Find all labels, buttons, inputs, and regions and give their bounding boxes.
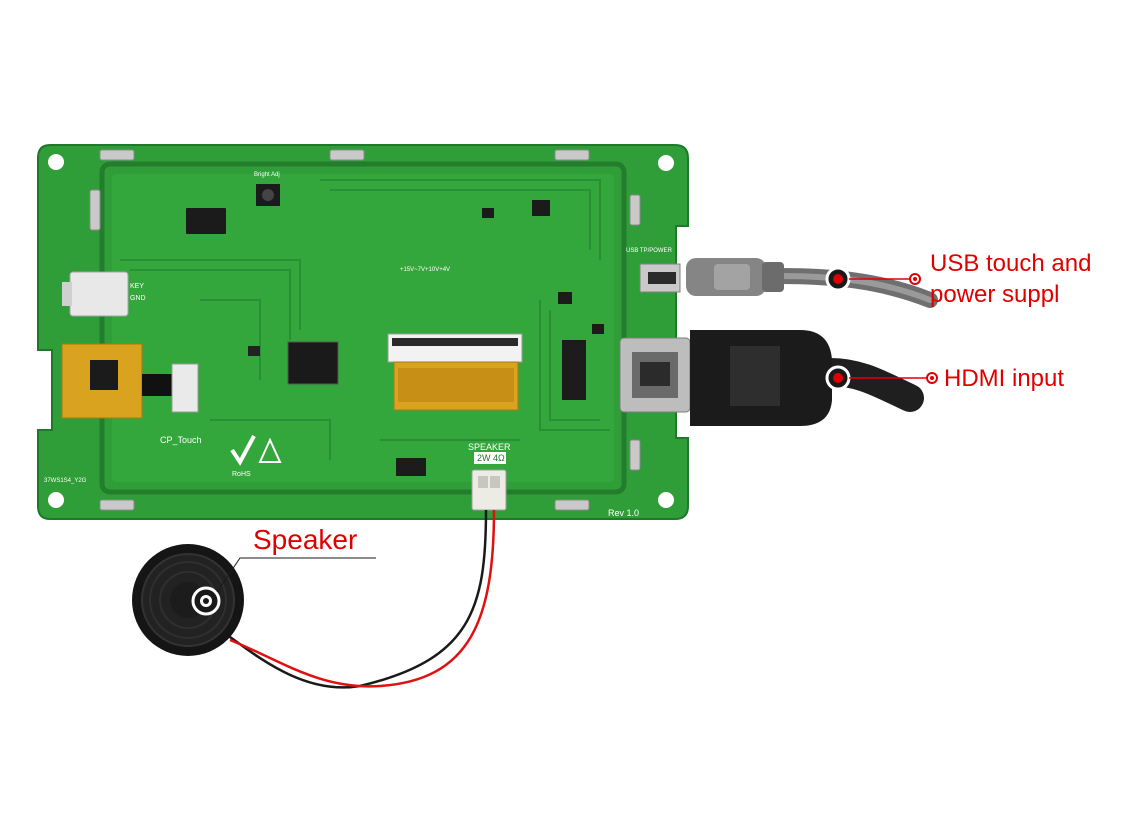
gnd-label: GND <box>130 295 146 302</box>
speaker-callout: Speaker <box>253 524 358 555</box>
usb-callout: USB touch and power suppl <box>930 249 1091 310</box>
usb-port-label: USB TP/POWER <box>626 248 673 254</box>
speaker-header-label: SPEAKER <box>468 442 511 452</box>
revision-label: Rev 1.0 <box>608 508 639 518</box>
voltage-note: +15V~7V+10V+4V <box>400 267 450 273</box>
usb-callout-line1: USB touch and <box>930 250 1092 277</box>
hdmi-cable <box>619 330 924 426</box>
usb-callout-line2: power suppl <box>930 280 1060 308</box>
usb-cable <box>639 258 938 308</box>
key-label: KEY <box>130 283 144 290</box>
cp-touch-label: CP_Touch <box>160 435 202 445</box>
rohs-label: RoHS <box>232 471 251 478</box>
speaker-wires <box>219 509 496 689</box>
callout-markers <box>191 266 938 616</box>
bright-adj-label: Bright Adj <box>254 172 280 178</box>
speaker-rating-label: 2W 4Ω <box>477 453 505 463</box>
pcb-board: SPEAKER 2W 4Ω Rev 1.0 CP_Touch USB TP/PO… <box>37 144 689 520</box>
speaker <box>132 544 244 656</box>
part-number: 37WS1S4_Y2G <box>44 478 87 484</box>
hdmi-callout: HDMI input <box>944 365 1065 392</box>
